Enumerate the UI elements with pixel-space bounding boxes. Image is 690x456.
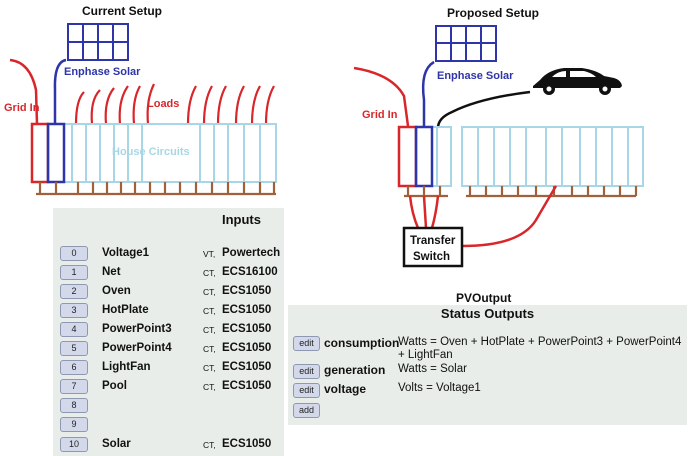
input-index-button[interactable]: 0 — [60, 246, 88, 261]
house-circuits-label: House Circuits — [112, 146, 190, 158]
input-name: Voltage1 — [102, 247, 150, 259]
house-circuits-board-right — [398, 126, 644, 187]
neutral-bus-right — [404, 186, 638, 198]
input-row: 4 PowerPoint3 CT, ECS1050 — [53, 321, 284, 340]
input-sensor-model: ECS1050 — [222, 380, 272, 392]
solar-wire-right — [421, 60, 435, 126]
input-index-button[interactable]: 7 — [60, 379, 88, 394]
input-name: PowerPoint4 — [102, 342, 172, 354]
input-name: HotPlate — [102, 304, 149, 316]
input-index-button[interactable]: 3 — [60, 303, 88, 318]
input-index-button[interactable]: 1 — [60, 265, 88, 280]
input-index-button[interactable]: 2 — [60, 284, 88, 299]
transfer-switch-label-line2: Switch — [413, 251, 450, 263]
input-name: Pool — [102, 380, 127, 392]
output-expr-voltage: Volts = Voltage1 — [398, 382, 481, 394]
output-expr-generation: Watts = Solar — [398, 363, 467, 375]
grid-in-label-right: Grid In — [362, 109, 398, 121]
input-sensor-model: ECS1050 — [222, 285, 272, 297]
input-row: 1 Net CT, ECS16100 — [53, 264, 284, 283]
transfer-wires — [408, 185, 558, 248]
input-row: 6 LightFan CT, ECS1050 — [53, 359, 284, 378]
solar-breaker-right — [414, 125, 434, 188]
grid-in-label-left: Grid In — [4, 102, 40, 114]
enphase-solar-label-left: Enphase Solar — [64, 66, 141, 78]
transfer-switch-box — [402, 226, 464, 268]
status-outputs-panel: Status Outputs edit consumption Watts = … — [288, 305, 687, 425]
output-name-consumption: consumption — [324, 336, 400, 350]
input-sensor-model: ECS1050 — [222, 304, 272, 316]
enphase-solar-label-right: Enphase Solar — [437, 70, 514, 82]
input-index-button[interactable]: 10 — [60, 437, 88, 452]
input-name: LightFan — [102, 361, 151, 373]
input-sensor-type: CT, — [203, 287, 216, 297]
input-sensor-model: ECS1050 — [222, 342, 272, 354]
input-sensor-type: VT, — [203, 249, 216, 259]
grid-wire-right — [353, 66, 410, 127]
input-sensor-model: Powertech I — [222, 247, 284, 259]
output-expr-consumption: Watts = Oven + HotPlate + PowerPoint3 + … — [398, 336, 682, 361]
input-row: 0 Voltage1 VT, Powertech I — [53, 245, 284, 264]
solar-breaker-left — [46, 122, 66, 184]
input-sensor-type: CT, — [203, 306, 216, 316]
edit-generation-button[interactable]: edit — [293, 364, 320, 379]
input-index-button[interactable]: 6 — [60, 360, 88, 375]
input-row: 3 HotPlate CT, ECS1050 — [53, 302, 284, 321]
input-index-button[interactable]: 4 — [60, 322, 88, 337]
add-output-button[interactable]: add — [293, 403, 320, 418]
input-sensor-type: CT, — [203, 363, 216, 373]
input-row: 7 Pool CT, ECS1050 — [53, 378, 284, 397]
status-outputs-title: Status Outputs — [440, 306, 535, 321]
input-sensor-model: ECS1050 — [222, 438, 272, 450]
input-row: 9 — [53, 416, 284, 435]
input-row: 8 — [53, 397, 284, 416]
loads-label: Loads — [147, 98, 179, 110]
input-name: Net — [102, 266, 121, 278]
current-setup-title: Current Setup — [82, 4, 162, 18]
neutral-bus-left — [36, 182, 276, 196]
output-name-generation: generation — [324, 363, 386, 377]
input-sensor-type: CT, — [203, 325, 216, 335]
grid-breaker-left — [30, 122, 50, 184]
input-sensor-type: CT, — [203, 440, 216, 450]
car-charger-wire — [436, 90, 531, 129]
grid-wire-left — [9, 58, 39, 125]
solar-panel-icon-right — [435, 25, 497, 62]
edit-consumption-button[interactable]: edit — [293, 336, 320, 351]
transfer-switch-label-line1: Transfer — [410, 235, 456, 247]
solar-wire-left — [53, 58, 67, 124]
input-name: Oven — [102, 285, 131, 297]
proposed-setup-title: Proposed Setup — [447, 6, 539, 20]
edit-voltage-button[interactable]: edit — [293, 383, 320, 398]
input-sensor-type: CT, — [203, 268, 216, 278]
input-sensor-type: CT, — [203, 344, 216, 354]
grid-breaker-right — [397, 125, 418, 188]
input-row: 10 Solar CT, ECS1050 — [53, 436, 284, 455]
solar-panel-icon-left — [67, 23, 129, 61]
input-index-button[interactable]: 5 — [60, 341, 88, 356]
input-index-button[interactable]: 9 — [60, 417, 88, 432]
inputs-title: Inputs — [222, 212, 261, 227]
input-row: 2 Oven CT, ECS1050 — [53, 283, 284, 302]
input-name: Solar — [102, 438, 131, 450]
input-index-button[interactable]: 8 — [60, 398, 88, 413]
car-icon — [533, 68, 622, 95]
input-sensor-model: ECS1050 — [222, 361, 272, 373]
input-sensor-model: ECS16100 — [222, 266, 278, 278]
input-sensor-model: ECS1050 — [222, 323, 272, 335]
input-sensor-type: CT, — [203, 382, 216, 392]
input-name: PowerPoint3 — [102, 323, 172, 335]
output-name-voltage: voltage — [324, 382, 367, 396]
input-row: 5 PowerPoint4 CT, ECS1050 — [53, 340, 284, 359]
load-wires — [74, 83, 275, 125]
pvoutput-title: PVOutput — [456, 291, 512, 305]
